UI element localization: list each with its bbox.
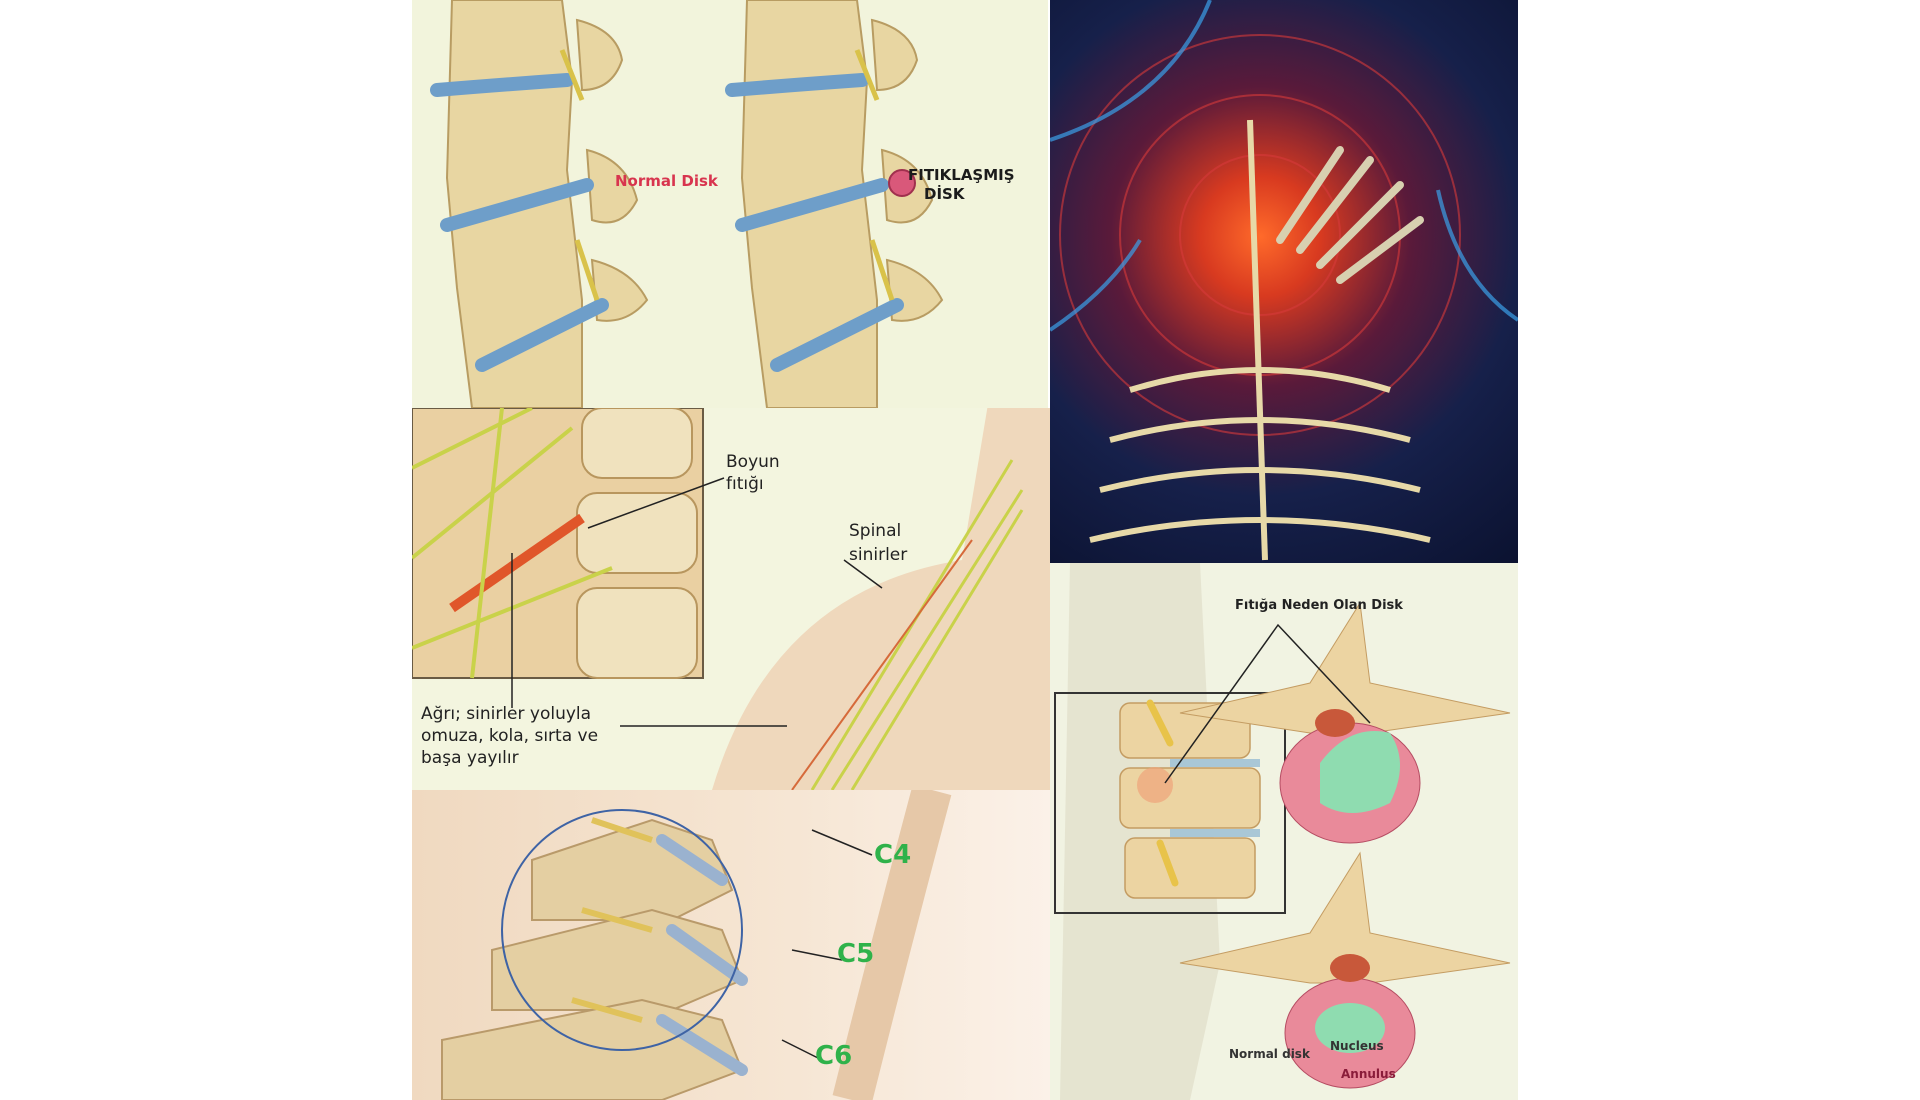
level-label-c4: C4 — [874, 840, 912, 870]
lumbar-comparison-panel: Normal Disk FITIKLAŞMIŞ DİSK — [412, 0, 1048, 408]
level-label-c5: C5 — [837, 939, 875, 969]
disc-cross-section-drawing — [1054, 563, 1511, 1100]
neck-pain-panel — [1050, 0, 1518, 563]
annulus-label: Annulus — [1341, 1067, 1396, 1081]
pain-description-line2: omuza, kola, sırta ve — [421, 726, 599, 746]
normal-disc-label: Normal disk — [1229, 1047, 1310, 1061]
spinal-nerves-label-line1: Spinal — [849, 521, 902, 541]
nucleus-label: Nucleus — [1330, 1039, 1384, 1053]
pain-description-line1: Ağrı; sinirler yoluyla — [421, 704, 592, 724]
herniated-disk-label-line1: FITIKLAŞMIŞ — [908, 166, 1015, 184]
normal-disk-label: Normal Disk — [615, 172, 718, 190]
spinal-nerves-label-line2: sinirler — [849, 545, 908, 565]
pain-description-line3: başa yayılır — [421, 748, 519, 768]
lumbar-spine-drawing — [430, 0, 944, 408]
spine-illustration-collage: Normal Disk FITIKLAŞMIŞ DİSK — [412, 0, 1518, 1100]
neck-hernia-label-line1: Boyun — [726, 452, 780, 472]
level-label-c6: C6 — [815, 1041, 853, 1071]
neck-hernia-label-line2: fıtığı — [726, 474, 764, 494]
cervical-levels-panel: C4 C5 C6 — [412, 790, 1050, 1100]
cervical-nerves-panel: Boyun fıtığı Spinal sinirler Ağrı; sinir… — [412, 408, 1050, 790]
disc-cross-section-panel: Fıtığa Neden Olan Disk Normal disk Nucle… — [1050, 563, 1518, 1100]
magnified-region-circle — [501, 809, 743, 1051]
herniated-disk-label-line2: DİSK — [924, 185, 965, 203]
herniation-bulge — [888, 169, 916, 197]
cervical-nerves-drawing — [412, 408, 1050, 790]
cervical-vertebrae-drawing — [441, 790, 952, 1100]
herniated-disc-title: Fıtığa Neden Olan Disk — [1235, 598, 1403, 613]
neck-skeleton-drawing — [1050, 0, 1518, 561]
